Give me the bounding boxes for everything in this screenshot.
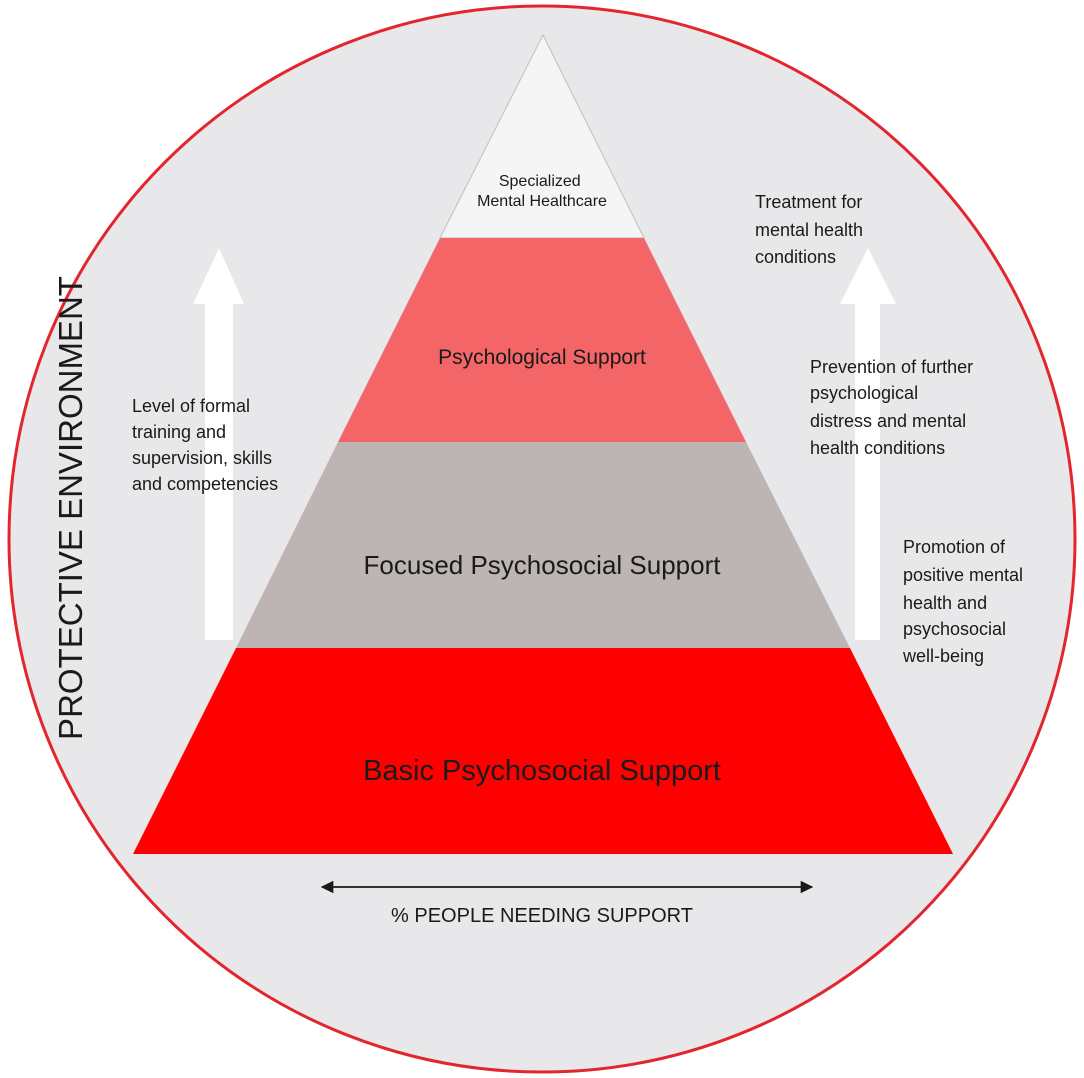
- right-caption-promotion: Promotion of positive mental health and …: [902, 537, 1028, 666]
- left-arrow-caption: Level of formal training and supervision…: [132, 396, 278, 494]
- protective-environment-label: PROTECTIVE ENVIRONMENT: [52, 276, 89, 740]
- right-caption-prevention: Prevention of further psychological dist…: [810, 357, 978, 458]
- right-caption-treatment: Treatment for mental health conditions: [755, 192, 868, 267]
- tier-label-specialized: Specialized Mental Healthcare: [477, 173, 607, 210]
- protective-environment-circle-border: [7, 4, 1077, 1074]
- right-up-arrow-icon: [840, 248, 896, 640]
- tier-label-basic: Basic Psychosocial Support: [363, 755, 721, 787]
- tier-label-psychological: Psychological Support: [438, 346, 646, 369]
- bottom-axis-label: % PEOPLE NEEDING SUPPORT: [391, 905, 693, 927]
- pyramid-tier-focused: [236, 442, 850, 648]
- left-up-arrow-icon: [193, 248, 244, 640]
- tier-label-focused: Focused Psychosocial Support: [364, 550, 722, 580]
- pyramid-tier-basic: [133, 648, 953, 854]
- pyramid-tier-psychological: [338, 238, 746, 442]
